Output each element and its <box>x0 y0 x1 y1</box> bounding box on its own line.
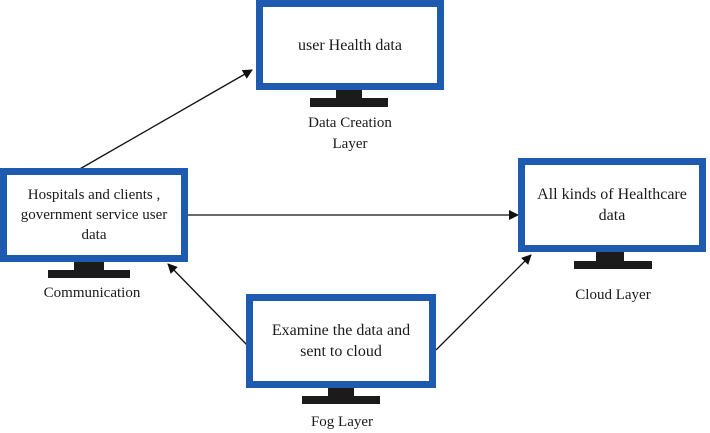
screen-text-fog: Examine the data and sent to cloud <box>271 322 411 360</box>
monitor-stand-base <box>574 261 652 269</box>
monitor-stand-neck <box>336 90 362 98</box>
arrow-fog-to-cloud <box>435 254 532 351</box>
screen-fog: Examine the data and sent to cloud <box>246 294 436 388</box>
caption-data-creation: Data Creation Layer <box>308 115 392 152</box>
screen-data-creation: user Health data <box>256 0 444 90</box>
arrow-fog-to-communication <box>167 263 248 346</box>
monitor-stand-base <box>302 396 380 404</box>
screen-text-cloud: All kinds of Healthcare data <box>537 186 687 224</box>
arrow-communication-to-data-creation <box>77 69 253 171</box>
screen-text-communication: Hospitals and clients , government servi… <box>20 187 168 243</box>
monitor-stand-neck <box>74 262 104 270</box>
monitor-data-creation: user Health data <box>256 0 444 112</box>
monitor-fog: Examine the data and sent to cloud <box>246 294 436 406</box>
monitor-stand-base <box>48 270 130 278</box>
monitor-cloud: All kinds of Healthcare data <box>518 158 706 270</box>
caption-fog: Fog Layer <box>310 414 374 430</box>
screen-text-data-creation: user Health data <box>298 36 402 54</box>
monitor-stand-neck <box>596 252 624 261</box>
screen-communication: Hospitals and clients , government servi… <box>0 168 188 262</box>
monitor-stand-neck <box>328 388 354 396</box>
screen-cloud: All kinds of Healthcare data <box>518 158 706 252</box>
caption-cloud: Cloud Layer <box>575 287 651 303</box>
caption-communication: Communication <box>43 285 141 301</box>
monitor-communication: Hospitals and clients , government servi… <box>0 168 188 278</box>
monitor-stand-base <box>310 98 388 107</box>
